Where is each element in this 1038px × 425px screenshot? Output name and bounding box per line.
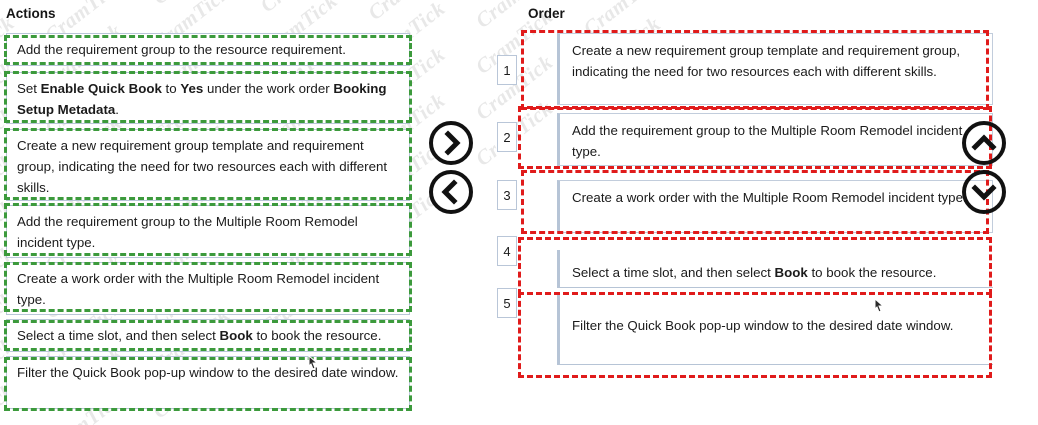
order-number-badge: 1 [497, 55, 517, 85]
order-number-label: 5 [503, 295, 511, 311]
chevron-up-icon [962, 121, 1006, 165]
order-number-badge: 5 [497, 288, 517, 318]
order-number-label: 1 [503, 62, 511, 78]
chevron-left-icon [429, 170, 473, 214]
action-option-text: Select a time slot, and then select Book… [17, 328, 382, 343]
order-number-label: 2 [503, 129, 511, 145]
order-number-badge: 4 [497, 236, 517, 266]
order-slot-card[interactable]: Filter the Quick Book pop-up window to t… [557, 295, 993, 365]
action-option-text: Create a work order with the Multiple Ro… [17, 271, 380, 307]
order-number-badge: 2 [497, 122, 517, 152]
action-option-card[interactable]: Create a work order with the Multiple Ro… [6, 262, 410, 315]
order-slot-text: Create a new requirement group template … [572, 43, 961, 79]
actions-column-heading: Actions [6, 6, 56, 21]
order-number-label: 3 [503, 187, 511, 203]
action-option-text: Create a new requirement group template … [17, 138, 388, 195]
action-option-card[interactable]: Create a new requirement group template … [6, 129, 410, 201]
action-option-card[interactable]: Filter the Quick Book pop-up window to t… [6, 356, 410, 409]
order-slot-card[interactable]: Create a work order with the Multiple Ro… [557, 180, 993, 233]
order-slot-card[interactable]: Add the requirement group to the Multipl… [557, 113, 993, 166]
action-option-card[interactable]: Add the requirement group to the Multipl… [6, 205, 410, 258]
order-slot-text: Filter the Quick Book pop-up window to t… [572, 318, 954, 333]
move-right-button[interactable] [428, 120, 474, 166]
action-option-card[interactable]: Add the requirement group to the resourc… [6, 33, 410, 66]
action-option-text: Add the requirement group to the resourc… [17, 42, 346, 57]
order-slot-text: Create a work order with the Multiple Ro… [572, 190, 967, 205]
chevron-right-icon [429, 121, 473, 165]
action-option-card[interactable]: Set Enable Quick Book to Yes under the w… [6, 72, 410, 124]
order-number-label: 4 [503, 243, 511, 259]
order-column-heading: Order [528, 6, 565, 21]
chevron-down-icon [962, 170, 1006, 214]
move-left-button[interactable] [428, 169, 474, 215]
order-slot-text: Select a time slot, and then select Book… [572, 265, 937, 280]
move-down-button[interactable] [961, 169, 1007, 215]
order-slot-card[interactable]: Create a new requirement group template … [557, 33, 993, 105]
action-option-text: Add the requirement group to the Multipl… [17, 214, 358, 250]
action-option-text: Filter the Quick Book pop-up window to t… [17, 365, 399, 380]
order-slot-text: Add the requirement group to the Multipl… [572, 123, 963, 159]
order-slot-card[interactable]: Select a time slot, and then select Book… [557, 250, 993, 288]
move-up-button[interactable] [961, 120, 1007, 166]
action-option-card[interactable]: Select a time slot, and then select Book… [6, 319, 410, 352]
order-number-badge: 3 [497, 180, 517, 210]
action-option-text: Set Enable Quick Book to Yes under the w… [17, 81, 387, 117]
